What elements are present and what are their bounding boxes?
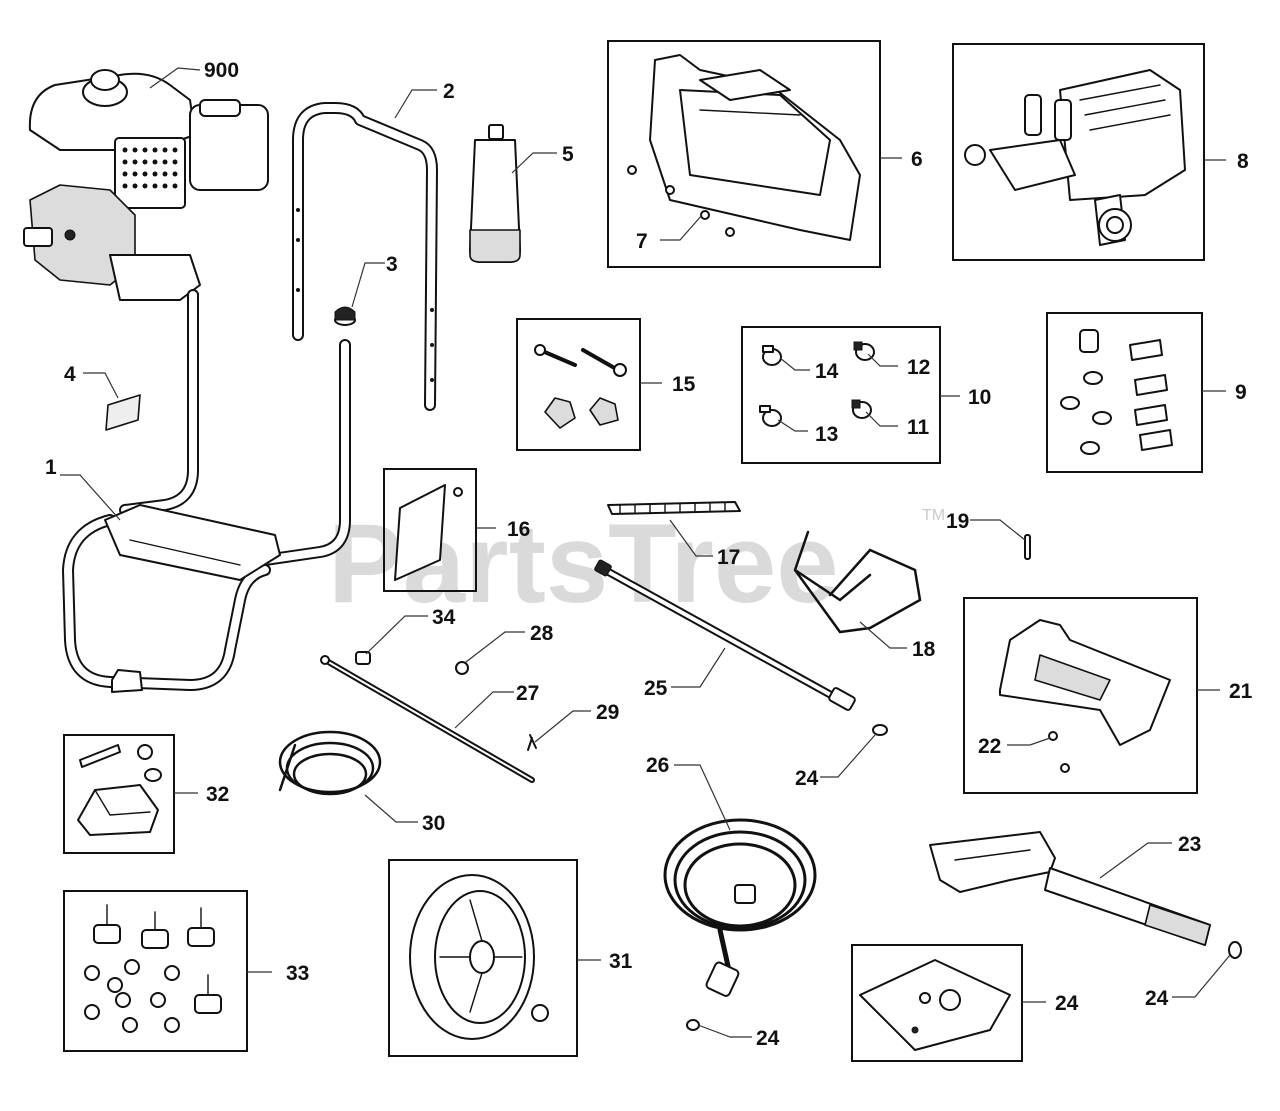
callout-23: 23 [1178,833,1201,856]
callout-21: 21 [1229,680,1253,703]
engine-part-900[interactable] [23,69,269,301]
washer-part-28[interactable] [455,661,469,675]
callout-26: 26 [646,754,669,777]
pin-part-19[interactable] [1024,534,1031,560]
pin-part-29[interactable] [527,734,537,751]
callout-10: 10 [968,386,991,409]
hook-part-18[interactable] [793,530,922,634]
kit-part-24[interactable] [859,959,1011,1051]
washer-part-24-gun[interactable] [1228,941,1242,959]
screws-box [741,326,941,464]
callout-8: 8 [1237,150,1249,173]
leader-lines [60,67,1231,1038]
callout-7: 7 [636,230,648,253]
callout-3: 3 [386,253,398,276]
callout-30: 30 [422,812,445,835]
callout-29: 29 [596,701,619,724]
callout-15: 15 [672,373,696,396]
bolts-part-9[interactable] [1060,329,1173,455]
screw-part-11[interactable] [851,399,872,419]
panel-box [607,40,881,268]
callout-12: 12 [907,356,930,379]
mounts-part-33[interactable] [84,904,222,1033]
wheel-part-31[interactable] [409,874,549,1040]
callout-24-gun: 24 [1145,987,1169,1010]
callout-32: 32 [206,783,229,806]
callout-24-hose: 24 [756,1027,780,1050]
callout-5: 5 [562,143,574,166]
knob-box [516,318,641,451]
callout-24-kit: 24 [1055,992,1079,1015]
bolts-knobs-part-15[interactable] [534,344,627,429]
callout-19: 19 [946,510,969,533]
wheel-box [388,859,578,1057]
callout-14: 14 [815,360,839,383]
foot-part-32[interactable] [77,744,162,836]
callout-34: 34 [432,606,456,629]
panel-part-6[interactable] [649,54,861,241]
handle-part-2[interactable] [292,102,438,411]
kit-box [851,944,1023,1062]
screw-part-14[interactable] [762,345,782,366]
callout-labels: 900 2 3 4 5 6 7 8 9 10 11 12 13 14 15 16… [45,59,1253,1050]
oil-bottle-part-5[interactable] [469,124,521,263]
callout-900: 900 [204,59,239,82]
watermark-tm: TM [922,507,945,524]
plate-box [383,468,477,592]
callout-11: 11 [907,416,930,439]
lance-part-25[interactable] [594,559,856,711]
callout-18: 18 [912,638,936,661]
callout-24-lance: 24 [795,767,819,790]
callout-1: 1 [45,456,57,479]
coil-part-30[interactable] [278,730,382,796]
cover-part-21[interactable] [999,619,1171,746]
gun-part-23[interactable] [929,831,1211,946]
callout-25: 25 [644,677,668,700]
bolts-box [1046,312,1203,473]
callout-2: 2 [443,80,455,103]
callout-13: 13 [815,423,838,446]
label-part-4[interactable] [105,394,141,431]
hose-part-26[interactable] [663,818,817,997]
callout-31: 31 [609,950,633,973]
frame-part-1[interactable] [62,289,351,693]
cap-part-3[interactable] [334,306,356,326]
callout-27: 27 [516,682,539,705]
callout-9: 9 [1235,381,1247,404]
plate-part-16[interactable] [394,484,463,581]
screw-part-13[interactable] [759,405,782,427]
screws-part-7[interactable] [627,165,735,237]
callout-6: 6 [911,148,923,171]
cover-box [963,597,1198,794]
foot-box [63,734,175,854]
axle-part-27[interactable] [320,655,535,783]
callout-22: 22 [978,735,1001,758]
callout-4: 4 [64,363,76,386]
callout-33: 33 [286,962,309,985]
mount-box [63,890,248,1052]
callout-28: 28 [530,622,554,645]
pump-part-8[interactable] [964,69,1186,246]
callout-16: 16 [507,518,530,541]
spacer-part-34[interactable] [355,651,371,665]
screws-part-22[interactable] [1048,731,1070,773]
washer-part-24-hose[interactable] [686,1019,700,1031]
washer-part-24-lance[interactable] [872,724,888,736]
callout-17: 17 [717,546,740,569]
pump-box [952,43,1205,261]
strap-part-17[interactable] [607,501,741,515]
